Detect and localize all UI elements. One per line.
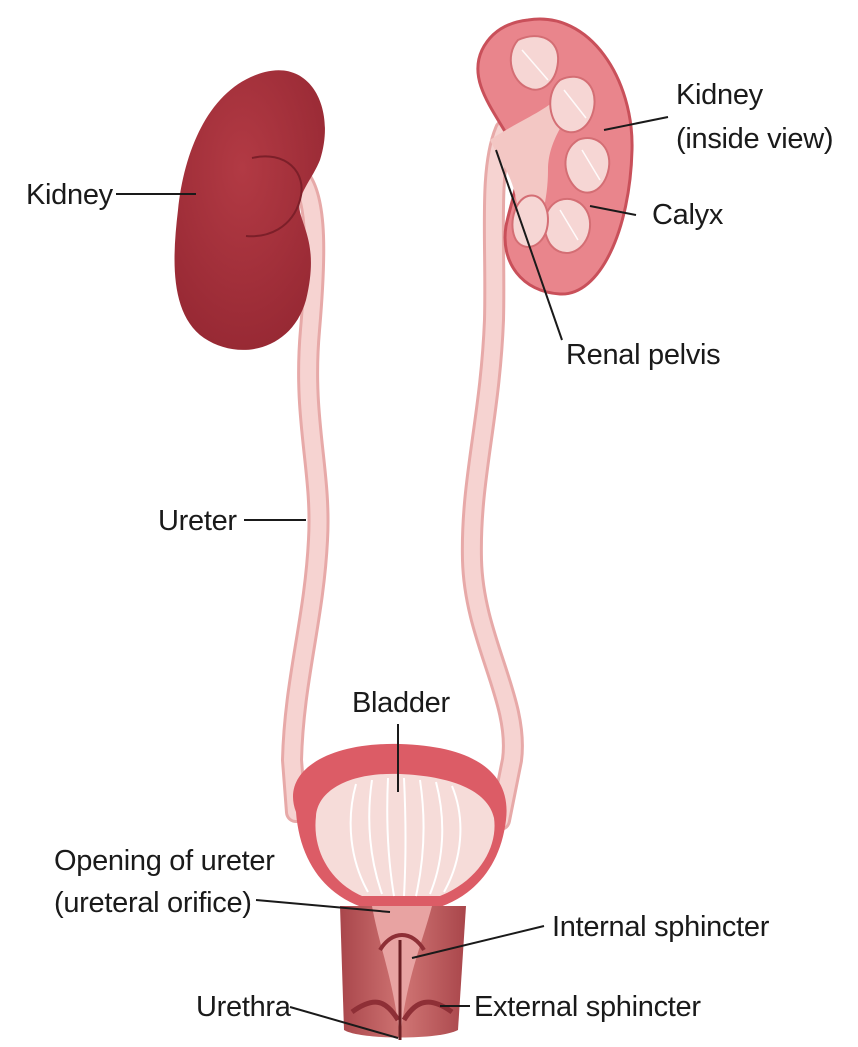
label-internal-sphincter: Internal sphincter	[552, 911, 770, 943]
label-ureteral-opening-line1: Opening of ureter	[54, 845, 275, 877]
label-external-sphincter: External sphincter	[474, 991, 701, 1023]
label-renal-pelvis: Renal pelvis	[566, 339, 720, 371]
label-kidney-inside-line2: (inside view)	[676, 123, 833, 155]
label-bladder: Bladder	[352, 687, 450, 719]
label-ureter: Ureter	[158, 505, 237, 537]
label-kidney: Kidney	[26, 179, 114, 211]
label-calyx: Calyx	[652, 199, 724, 231]
label-ureteral-opening-line2: (ureteral orifice)	[54, 887, 252, 919]
label-kidney-inside-line1: Kidney	[676, 79, 764, 111]
label-urethra: Urethra	[196, 991, 292, 1023]
